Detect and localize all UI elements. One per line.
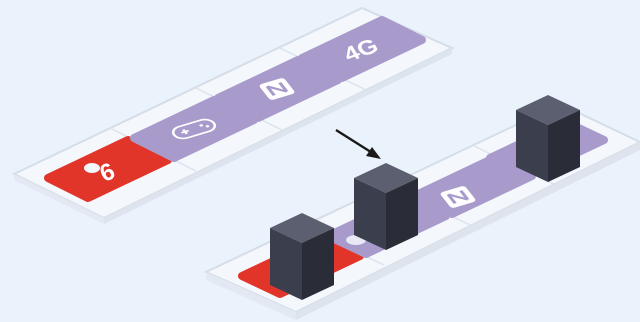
top-tray: 6 [11, 6, 455, 224]
bottom-tray-side [206, 272, 296, 320]
cube-icon [516, 95, 580, 182]
cube-left-face [270, 228, 302, 300]
cube-left-face [516, 110, 548, 182]
cube-left-face [354, 178, 386, 250]
top-tile-red-badge: 6 [44, 136, 172, 202]
cube-icon [270, 213, 334, 300]
top-tile-nfc [214, 56, 342, 122]
nfc-icon [259, 78, 295, 100]
top-tray-side [14, 174, 104, 224]
cube-icon [354, 163, 418, 250]
gamepad-icon [171, 118, 217, 140]
arrow-icon [335, 128, 381, 159]
cube-right-face [548, 110, 580, 182]
top-tile-4g: 4G [298, 16, 426, 82]
cube-right-face [302, 228, 334, 300]
nfc-icon [440, 186, 476, 208]
cube-right-face [386, 178, 418, 250]
bottom-tray-edge [296, 142, 640, 320]
top-tray-edge [104, 48, 452, 224]
badge-notch [84, 163, 100, 173]
